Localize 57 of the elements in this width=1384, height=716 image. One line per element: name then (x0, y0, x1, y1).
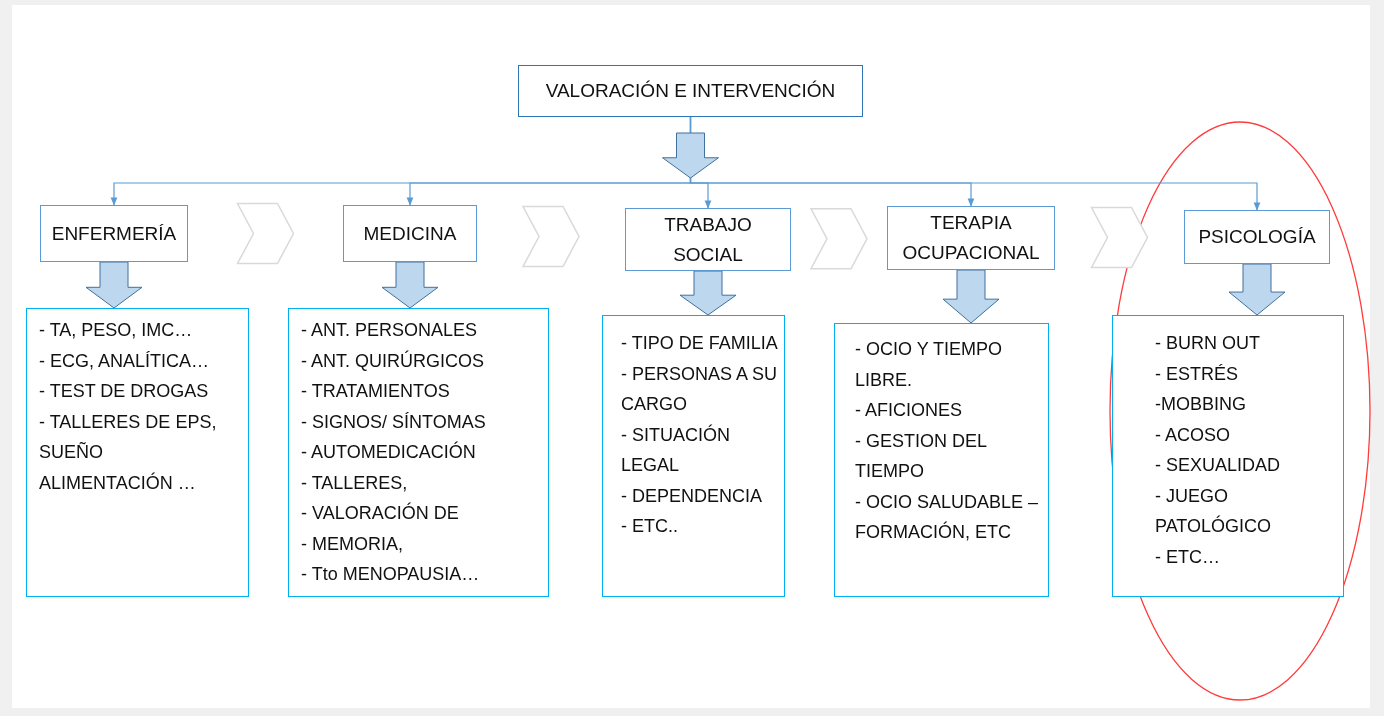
heading-box (1184, 210, 1330, 264)
heading-text: ENFERMERÍA (51, 221, 177, 246)
heading-box (343, 205, 477, 262)
list-box (834, 323, 1049, 597)
list-item: - Tto MENOPAUSIA… (301, 563, 481, 586)
list-item: - TRATAMIENTOS (301, 380, 451, 403)
list-item: - SIGNOS/ SÍNTOMAS (301, 410, 487, 434)
list-item: - ESTRÉS (1155, 362, 1239, 386)
connector-arrow (689, 116, 1261, 211)
list-box (1112, 315, 1344, 597)
list-item: - GESTION DEL TIEMPO (855, 429, 988, 483)
chevron-arrow (236, 202, 295, 265)
list-item: - PERSONAS A SU CARGO (621, 362, 779, 416)
heading-text: TRABAJO SOCIAL (663, 212, 753, 267)
heading-box (518, 65, 863, 117)
block-arrow (942, 269, 1000, 324)
heading-text: PSICOLOGÍA (1198, 225, 1316, 249)
list-item: - ECG, ANALÍTICA… (39, 349, 211, 373)
list-item: - AFICIONES (855, 399, 963, 422)
list-item: - DEPENDENCIA (621, 484, 764, 508)
list-item: - OCIO Y TIEMPO LIBRE. (855, 338, 1004, 392)
chevron-arrow (809, 208, 868, 270)
heading-box (40, 205, 188, 262)
heading-text: VALORACIÓN E INTERVENCIÓN (545, 79, 836, 103)
list-item: -MOBBING (1155, 393, 1247, 416)
heading-box (887, 206, 1055, 270)
list-box (288, 308, 549, 597)
chevron-arrow (1090, 206, 1149, 269)
list-item: - SEXUALIDAD (1155, 454, 1282, 477)
list-item: - TIPO DE FAMILIA (621, 332, 779, 355)
list-item: - VALORACIÓN DE (301, 501, 460, 525)
list-item: - TEST DE DROGAS (39, 380, 210, 403)
list-box (602, 315, 785, 597)
list-item: - ETC… (1155, 545, 1221, 569)
list-box (26, 308, 249, 597)
block-arrow (1228, 263, 1286, 316)
list-item: - BURN OUT (1155, 332, 1261, 355)
block-arrow (381, 261, 439, 309)
block-arrow (85, 261, 143, 309)
list-item: - JUEGO PATOLÓGICO (1155, 484, 1273, 538)
heading-box (625, 208, 791, 271)
chevron-arrow (521, 205, 580, 268)
heading-text: MEDICINA (363, 221, 457, 246)
list-item: - TA, PESO, IMC… (39, 319, 194, 342)
list-item: - ACOSO (1155, 423, 1231, 447)
list-item: - ETC.. (621, 515, 679, 538)
list-item: - ANT. PERSONALES (301, 319, 479, 342)
list-item: - TALLERES DE EPS, SUEÑO ALIMENTACIÓN … (39, 410, 218, 495)
block-arrow (662, 132, 719, 179)
list-item: - ANT. QUIRÚRGICOS (301, 349, 485, 373)
list-item: - AUTOMEDICACIÓN (301, 440, 477, 464)
heading-text: TERAPIA OCUPACIONAL (901, 211, 1041, 265)
list-item: - SITUACIÓN LEGAL (621, 423, 731, 477)
list-item: - TALLERES, (301, 471, 409, 495)
list-item: - MEMORIA, (301, 532, 404, 556)
block-arrow (679, 270, 737, 316)
list-item: - OCIO SALUDABLE – FORMACIÓN, ETC (855, 490, 1040, 544)
